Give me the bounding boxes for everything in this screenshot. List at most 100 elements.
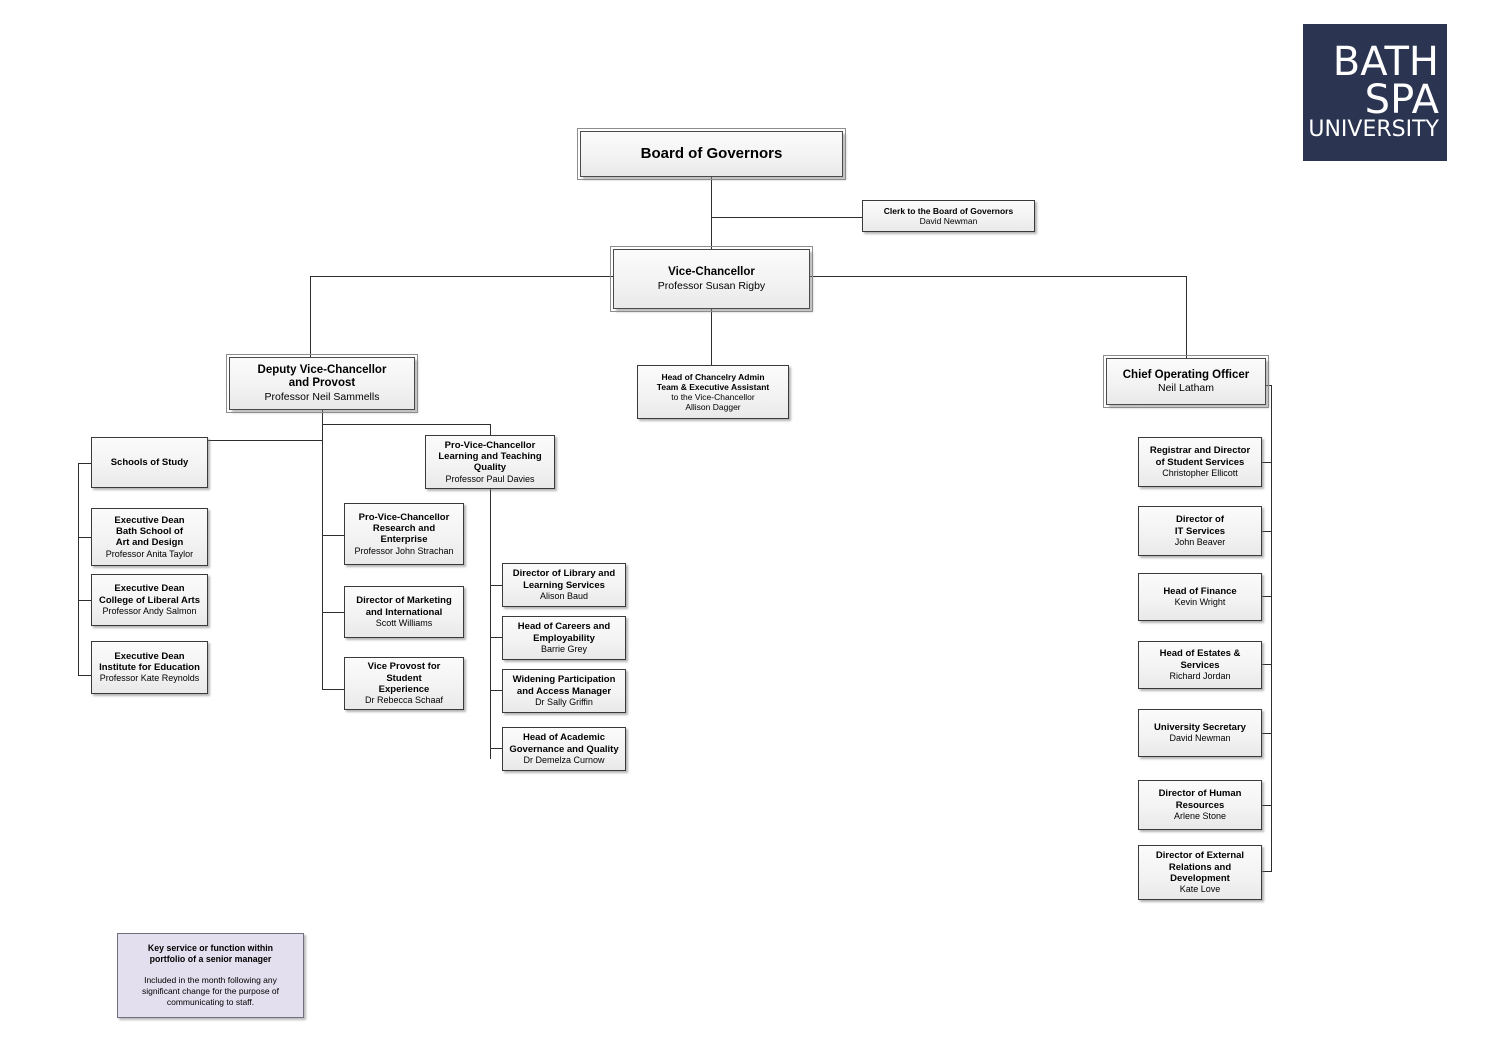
- connector-vc-to-dvc: [310, 276, 311, 357]
- node-vice-provost-student-experience[interactable]: Vice Provost for Student Experience Dr R…: [344, 657, 464, 710]
- node-person: Scott Williams: [375, 617, 433, 628]
- node-person: Dr Rebecca Schaaf: [364, 695, 444, 705]
- node-title: Vice Provost for Student Experience: [367, 661, 441, 695]
- node-deputy-vice-chancellor[interactable]: Deputy Vice-Chancellor and Provost Profe…: [226, 354, 418, 413]
- node-dean-institute-for-education[interactable]: Executive Dean Institute for Education P…: [91, 641, 208, 694]
- node-title: Head of Careers and Employability: [517, 621, 611, 644]
- node-title: Head of Chancelry Admin Team & Executive…: [656, 371, 770, 392]
- node-title: Chief Operating Officer: [1122, 368, 1250, 381]
- node-title: University Secretary: [1154, 722, 1246, 734]
- connector-spine-to-dean1: [78, 537, 91, 538]
- node-chancelry-admin[interactable]: Head of Chancelry Admin Team & Executive…: [637, 365, 789, 419]
- node-person: Professor John Strachan: [354, 545, 454, 556]
- node-title: Director of Marketing and International: [356, 595, 452, 618]
- connector-dvc-to-viceprovost: [322, 689, 344, 690]
- node-person: Barrie Grey: [540, 643, 587, 654]
- connector-vc-stub: [711, 309, 712, 365]
- node-person: Professor Kate Reynolds: [99, 673, 200, 684]
- connector-coo-to-external: [1261, 871, 1272, 872]
- node-person: Richard Jordan: [1169, 670, 1231, 681]
- connector-spine-to-schools: [78, 463, 91, 464]
- node-person: to the Vice-Chancellor Allison Dagger: [671, 392, 755, 413]
- node-title: Schools of Study: [110, 456, 189, 468]
- node-person: Professor Paul Davies: [445, 473, 535, 484]
- node-title: Vice-Chancellor: [668, 266, 755, 279]
- connector-bog-to-clerk: [711, 217, 862, 218]
- connector-coo-to-finance: [1261, 596, 1272, 597]
- node-head-careers-employability[interactable]: Head of Careers and Employability Barrie…: [502, 616, 626, 660]
- legend-body: Included in the month following any sign…: [141, 974, 280, 1007]
- node-title: Head of Finance: [1163, 586, 1237, 598]
- connector-schools-left-spine: [78, 463, 79, 675]
- node-title: Clerk to the Board of Governors: [883, 205, 1014, 216]
- node-title: Head of Academic Governance and Quality: [509, 732, 619, 755]
- node-vice-chancellor[interactable]: Vice-Chancellor Professor Susan Rigby: [610, 246, 813, 312]
- node-person: Kevin Wright: [1174, 597, 1226, 608]
- node-title: Director of External Relations and Devel…: [1155, 850, 1245, 884]
- node-registrar-student-services[interactable]: Registrar and Director of Student Servic…: [1138, 437, 1262, 487]
- connector-pvcl-spine: [490, 489, 491, 759]
- node-dean-liberal-arts[interactable]: Executive Dean College of Liberal Arts P…: [91, 574, 208, 626]
- connector-coo-to-estates: [1261, 664, 1272, 665]
- node-director-external-relations[interactable]: Director of External Relations and Devel…: [1138, 845, 1262, 900]
- node-person: David Newman: [919, 216, 978, 226]
- bath-spa-university-logo: BATH SPA UNIVERSITY: [1303, 24, 1447, 161]
- connector-dvc-to-schools: [150, 440, 323, 441]
- node-person: Christopher Ellicott: [1162, 467, 1238, 478]
- node-person: David Newman: [1169, 733, 1231, 744]
- logo-line-bath: BATH: [1332, 38, 1439, 85]
- node-head-of-estates-services[interactable]: Head of Estates & Services Richard Jorda…: [1138, 641, 1262, 689]
- node-person: Dr Demelza Curnow: [523, 754, 605, 765]
- node-person: Arlene Stone: [1173, 810, 1227, 821]
- logo-line-university: UNIVERSITY: [1308, 117, 1439, 143]
- node-person: Professor Susan Rigby: [657, 279, 766, 292]
- connector-dvc-spine: [322, 410, 323, 690]
- node-title: Widening Participation and Access Manage…: [512, 674, 616, 697]
- node-widening-participation[interactable]: Widening Participation and Access Manage…: [502, 669, 626, 713]
- connector-pvcl-to-widening: [490, 690, 502, 691]
- node-director-library-learning[interactable]: Director of Library and Learning Service…: [502, 563, 626, 607]
- node-person: Professor Anita Taylor: [105, 548, 194, 559]
- node-dean-art-and-design[interactable]: Executive Dean Bath School of Art and De…: [91, 508, 208, 566]
- connector-dvc-to-pvcresearch: [322, 535, 344, 536]
- node-pvc-learning-teaching-quality[interactable]: Pro-Vice-Chancellor Learning and Teachin…: [425, 435, 555, 489]
- connector-pvcl-drop: [490, 424, 491, 435]
- connector-spine-to-dean2: [78, 600, 91, 601]
- node-person: Professor Neil Sammells: [264, 390, 380, 403]
- node-person: Dr Sally Griffin: [535, 696, 593, 707]
- node-clerk-to-board[interactable]: Clerk to the Board of Governors David Ne…: [862, 200, 1035, 232]
- node-person: Neil Latham: [1157, 382, 1215, 395]
- node-title: Pro-Vice-Chancellor Research and Enterpr…: [358, 511, 450, 546]
- node-director-of-marketing[interactable]: Director of Marketing and International …: [344, 586, 464, 638]
- node-person: Professor Andy Salmon: [102, 605, 197, 616]
- node-head-academic-governance[interactable]: Head of Academic Governance and Quality …: [502, 727, 626, 771]
- node-schools-of-study[interactable]: Schools of Study: [91, 437, 208, 488]
- connector-vc-bus-right: [810, 276, 1186, 277]
- node-person: John Beaver: [1174, 536, 1226, 547]
- connector-pvcl-to-careers: [490, 637, 502, 638]
- node-director-it-services[interactable]: Director of IT Services John Beaver: [1138, 506, 1262, 556]
- node-director-human-resources[interactable]: Director of Human Resources Arlene Stone: [1138, 780, 1262, 830]
- connector-vc-to-coo: [1186, 276, 1187, 358]
- node-pvc-research-and-enterprise[interactable]: Pro-Vice-Chancellor Research and Enterpr…: [344, 503, 464, 565]
- node-title: Deputy Vice-Chancellor and Provost: [257, 363, 387, 390]
- node-title: Head of Estates & Services: [1159, 648, 1241, 671]
- node-university-secretary[interactable]: University Secretary David Newman: [1138, 709, 1262, 757]
- connector-coo-spine: [1271, 385, 1272, 871]
- node-title: Pro-Vice-Chancellor Learning and Teachin…: [438, 439, 542, 474]
- node-title: Executive Dean College of Liberal Arts: [99, 583, 200, 606]
- node-chief-operating-officer[interactable]: Chief Operating Officer Neil Latham: [1103, 355, 1269, 408]
- connector-spine-to-dean3: [78, 675, 91, 676]
- connector-coo-to-secretary: [1261, 733, 1272, 734]
- node-title: Executive Dean Institute for Education: [99, 650, 200, 674]
- node-board-of-governors[interactable]: Board of Governors: [577, 128, 846, 180]
- node-head-of-finance[interactable]: Head of Finance Kevin Wright: [1138, 573, 1262, 621]
- connector-dvc-to-marketing: [322, 612, 344, 613]
- connector-coo-stub: [1266, 385, 1272, 386]
- node-person: Alison Baud: [539, 590, 589, 601]
- node-title: Executive Dean Bath School of Art and De…: [114, 514, 185, 549]
- logo-line-spa: SPA: [1364, 76, 1439, 123]
- node-title: Board of Governors: [640, 145, 783, 163]
- node-title: Director of Library and Learning Service…: [512, 568, 616, 591]
